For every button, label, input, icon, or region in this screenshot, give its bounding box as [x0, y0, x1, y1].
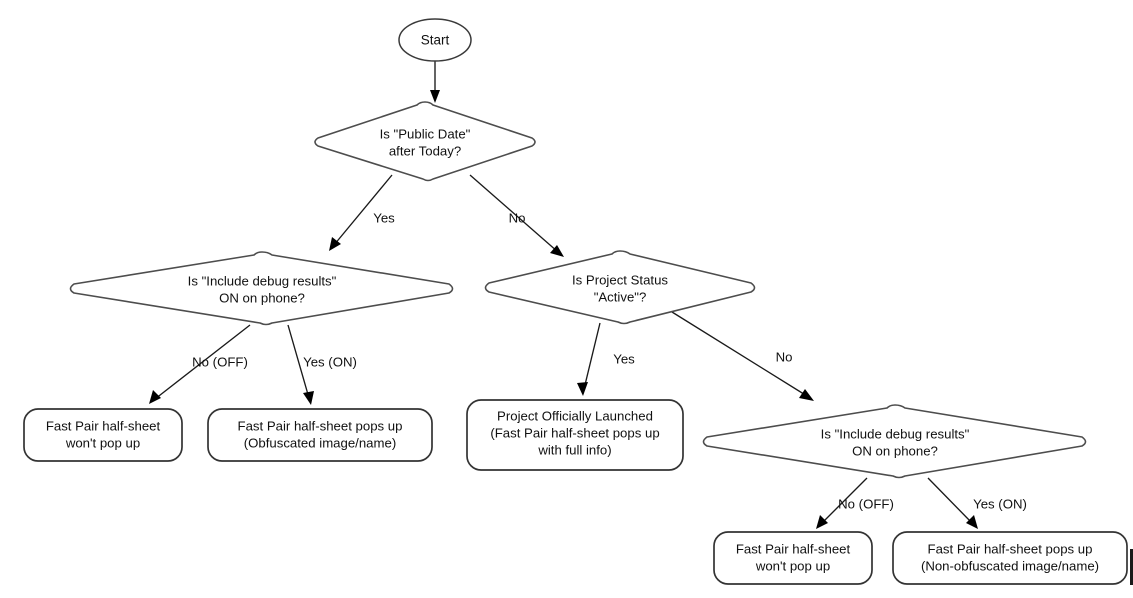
node-project-status-decision[interactable]: Is Project Status "Active"?: [484, 250, 756, 325]
edge-project-status-yes: Yes: [577, 322, 635, 396]
node-label-line1: Fast Pair half-sheet: [736, 541, 851, 556]
edge-line: [333, 174, 393, 246]
decision-diamond[interactable]: [69, 251, 454, 326]
node-label-line1: Is "Include debug results": [188, 273, 337, 288]
edge-label-yes: Yes: [613, 351, 635, 366]
arrowhead-icon: [577, 382, 588, 396]
node-launched[interactable]: Project Officially Launched (Fast Pair h…: [466, 399, 684, 471]
arrowhead-icon: [799, 389, 814, 401]
edge-line: [469, 174, 559, 253]
start-ellipse[interactable]: [398, 18, 472, 62]
node-debug-left-decision[interactable]: Is "Include debug results" ON on phone?: [69, 251, 454, 326]
terminal-box[interactable]: [23, 408, 183, 462]
node-label-line2: won't pop up: [65, 435, 140, 450]
node-label-line1: Project Officially Launched: [497, 408, 653, 423]
edge-line: [583, 322, 601, 390]
edge-label-yes: Yes: [373, 210, 395, 225]
node-label-line2: ON on phone?: [852, 443, 938, 458]
edge-label-no: No: [509, 210, 526, 225]
terminal-box[interactable]: [713, 531, 873, 585]
edge-public-date-yes: Yes: [329, 174, 395, 251]
node-label-line2: (Fast Pair half-sheet pops up: [490, 425, 659, 440]
terminal-box[interactable]: [892, 531, 1128, 585]
node-label-line1: Is "Public Date": [380, 126, 471, 141]
edge-debug-left-off: No (OFF): [149, 324, 251, 404]
edge-debug-right-on: Yes (ON): [927, 477, 1027, 529]
edge-label-no-off: No (OFF): [192, 354, 248, 369]
edge-label-yes-on: Yes (ON): [973, 496, 1027, 511]
node-out-right-off[interactable]: Fast Pair half-sheet won't pop up: [713, 531, 873, 585]
node-debug-right-decision[interactable]: Is "Include debug results" ON on phone?: [702, 404, 1087, 479]
node-label: Start: [421, 33, 450, 48]
node-label-line1: Fast Pair half-sheet pops up: [238, 418, 403, 433]
node-label-line1: Is "Include debug results": [821, 426, 970, 441]
arrowhead-icon: [149, 390, 161, 404]
node-label-line2: won't pop up: [755, 558, 830, 573]
edge-public-date-no: No: [469, 174, 564, 257]
edge-line: [927, 477, 973, 524]
edge-line: [154, 324, 251, 400]
edge-label-no: No: [776, 349, 793, 364]
node-label-line1: Fast Pair half-sheet pops up: [928, 541, 1093, 556]
arrowhead-icon: [816, 515, 828, 529]
decision-diamond[interactable]: [484, 250, 756, 325]
node-public-date-decision[interactable]: Is "Public Date" after Today?: [314, 101, 536, 182]
edge-line: [821, 477, 868, 524]
arrowhead-icon: [303, 391, 314, 405]
node-out-right-on[interactable]: Fast Pair half-sheet pops up (Non-obfusc…: [892, 531, 1128, 585]
arrowhead-icon: [550, 245, 564, 257]
node-label-line2: (Non-obfuscated image/name): [921, 558, 1099, 573]
node-out-left-off[interactable]: Fast Pair half-sheet won't pop up: [23, 408, 183, 462]
node-label-line2: ON on phone?: [219, 290, 305, 305]
node-label-line2: after Today?: [389, 143, 461, 158]
node-out-left-on[interactable]: Fast Pair half-sheet pops up (Obfuscated…: [207, 408, 433, 462]
edge-label-yes-on: Yes (ON): [303, 354, 357, 369]
arrowhead-icon: [430, 90, 440, 103]
edge-layer: Yes No No (OFF) Yes (ON) Yes No: [149, 61, 1027, 529]
terminal-box[interactable]: [466, 399, 684, 471]
decision-diamond[interactable]: [314, 101, 536, 182]
decision-diamond[interactable]: [702, 404, 1087, 479]
node-label-line2: (Obfuscated image/name): [244, 435, 396, 450]
arrowhead-icon: [329, 237, 341, 251]
node-start[interactable]: Start: [398, 18, 472, 62]
arrowhead-icon: [966, 515, 978, 529]
edge-debug-left-on: Yes (ON): [287, 324, 357, 405]
terminal-box[interactable]: [207, 408, 433, 462]
edge-start-to-public-date: [430, 61, 440, 103]
edge-line: [671, 311, 808, 397]
edge-artifact-mark: [1130, 549, 1133, 585]
node-layer: Start Is "Public Date" after Today? Is "…: [23, 18, 1128, 585]
node-label-line1: Fast Pair half-sheet: [46, 418, 161, 433]
node-label-line1: Is Project Status: [572, 272, 668, 287]
edge-debug-right-off: No (OFF): [816, 477, 894, 529]
node-label-line2: "Active"?: [594, 289, 647, 304]
edge-label-no-off: No (OFF): [838, 496, 894, 511]
edge-project-status-no: No: [671, 311, 814, 401]
node-label-line3: with full info): [537, 442, 611, 457]
edge-line: [287, 324, 310, 399]
